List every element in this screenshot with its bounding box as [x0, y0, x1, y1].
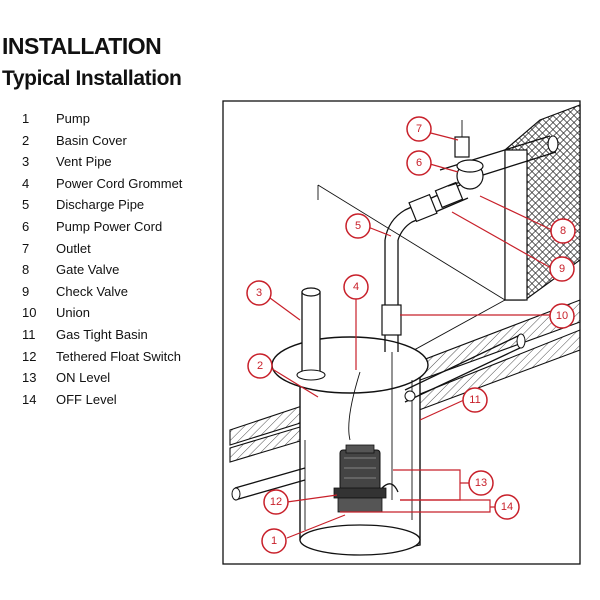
leader-14 — [340, 499, 495, 513]
legend-label: OFF Level — [56, 391, 117, 407]
page-subtitle: Typical Installation — [2, 67, 182, 90]
callout-12: 12 — [263, 489, 289, 515]
legend-label: ON Level — [56, 370, 111, 386]
callout-13: 13 — [468, 470, 494, 496]
legend-label: Discharge Pipe — [56, 197, 145, 213]
callout-4-label: 4 — [353, 281, 359, 293]
leader-3 — [269, 297, 301, 321]
callout-4: 4 — [343, 274, 369, 300]
legend-item: 10 Union — [22, 302, 182, 324]
wall-face — [504, 149, 528, 301]
callout-10: 10 — [549, 303, 575, 329]
legend-item: 8 Gate Valve — [22, 259, 182, 281]
leader-12 — [286, 494, 338, 503]
callout-13-label: 13 — [475, 477, 487, 489]
callout-11-label: 11 — [469, 394, 480, 406]
callout-8-label: 8 — [560, 225, 566, 237]
legend-number: 13 — [22, 370, 37, 386]
legend-label: Power Cord Grommet — [56, 175, 183, 191]
legend-label: Tethered Float Switch — [56, 348, 182, 364]
leader-1 — [286, 514, 346, 539]
legend-label: Gas Tight Basin — [56, 326, 148, 342]
legend-number: 11 — [22, 326, 36, 342]
legend-number: 14 — [22, 391, 37, 407]
legend-number: 3 — [22, 154, 30, 170]
parts-legend: 1 Pump 2 Basin Cover 3 Vent Pipe 4 Power Cor… — [22, 108, 182, 410]
legend-number: 4 — [22, 175, 30, 191]
legend-item: 3 Vent Pipe — [22, 151, 182, 173]
callout-6-label: 6 — [416, 157, 422, 169]
legend-number: 12 — [22, 348, 37, 364]
pump — [333, 444, 387, 513]
callout-1-label: 1 — [271, 535, 277, 547]
callout-14-label: 14 — [501, 501, 513, 513]
callout-9: 9 — [549, 256, 575, 282]
legend-label: Pump — [56, 111, 90, 126]
legend-item: 11 Gas Tight Basin — [22, 324, 182, 346]
side-pipe-left — [234, 467, 306, 501]
callout-12-label: 12 — [270, 496, 282, 508]
legend-item: 12 Tethered Float Switch — [22, 346, 182, 368]
basin-bottom — [299, 524, 421, 556]
legend-number: 5 — [22, 197, 30, 213]
callout-1: 1 — [261, 528, 287, 554]
side-pipe-right — [404, 334, 523, 403]
legend-number: 1 — [22, 111, 30, 126]
legend-number: 7 — [22, 240, 30, 256]
legend-label: Vent Pipe — [56, 154, 112, 170]
callout-3: 3 — [246, 280, 272, 306]
legend-item: 1 Pump — [22, 108, 182, 130]
leader-11 — [419, 399, 465, 421]
callout-3-label: 3 — [256, 287, 262, 299]
legend-number: 9 — [22, 283, 30, 299]
legend-number: 6 — [22, 218, 30, 234]
power-cord — [348, 371, 361, 441]
basin-cover — [271, 336, 429, 394]
page-title: INSTALLATION — [2, 33, 162, 59]
legend-item: 2 Basin Cover — [22, 130, 182, 152]
callout-7-label: 7 — [416, 123, 422, 135]
callout-7: 7 — [406, 116, 432, 142]
callout-8: 8 — [550, 218, 576, 244]
legend-label: Union — [56, 305, 90, 321]
legend-number: 2 — [22, 132, 30, 148]
legend-item: 7 Outlet — [22, 238, 182, 260]
legend-item: 6 Pump Power Cord — [22, 216, 182, 238]
callout-6: 6 — [406, 150, 432, 176]
callout-5: 5 — [345, 213, 371, 239]
legend-label: Gate Valve — [56, 262, 120, 278]
legend-item: 14 OFF Level — [22, 389, 182, 411]
legend-number: 10 — [22, 305, 37, 321]
legend-label: Check Valve — [56, 283, 129, 299]
legend-item: 4 Power Cord Grommet — [22, 173, 182, 195]
legend-number: 8 — [22, 262, 30, 278]
callout-9-label: 9 — [559, 263, 565, 275]
leader-6 — [429, 163, 459, 173]
vent-pipe — [301, 291, 321, 376]
legend-label: Basin Cover — [56, 132, 127, 148]
callout-5-label: 5 — [355, 220, 361, 232]
callout-2: 2 — [247, 353, 273, 379]
legend-item: 5 Discharge Pipe — [22, 194, 182, 216]
leader-5 — [367, 226, 392, 237]
legend-item: 9 Check Valve — [22, 281, 182, 303]
float-switch — [381, 483, 399, 493]
leader-8 — [479, 195, 553, 231]
callout-2-label: 2 — [257, 360, 263, 372]
legend-item: 13 ON Level — [22, 367, 182, 389]
leader-9 — [451, 211, 552, 269]
legend-label: Outlet — [56, 240, 91, 256]
callout-14: 14 — [494, 494, 520, 520]
installation-diagram: 1 2 3 4 5 6 7 8 9 10 11 12 13 14 — [222, 100, 581, 565]
callout-11: 11 — [462, 387, 488, 413]
callout-10-label: 10 — [556, 310, 568, 322]
leader-2 — [268, 366, 319, 398]
legend-label: Pump Power Cord — [56, 218, 163, 234]
